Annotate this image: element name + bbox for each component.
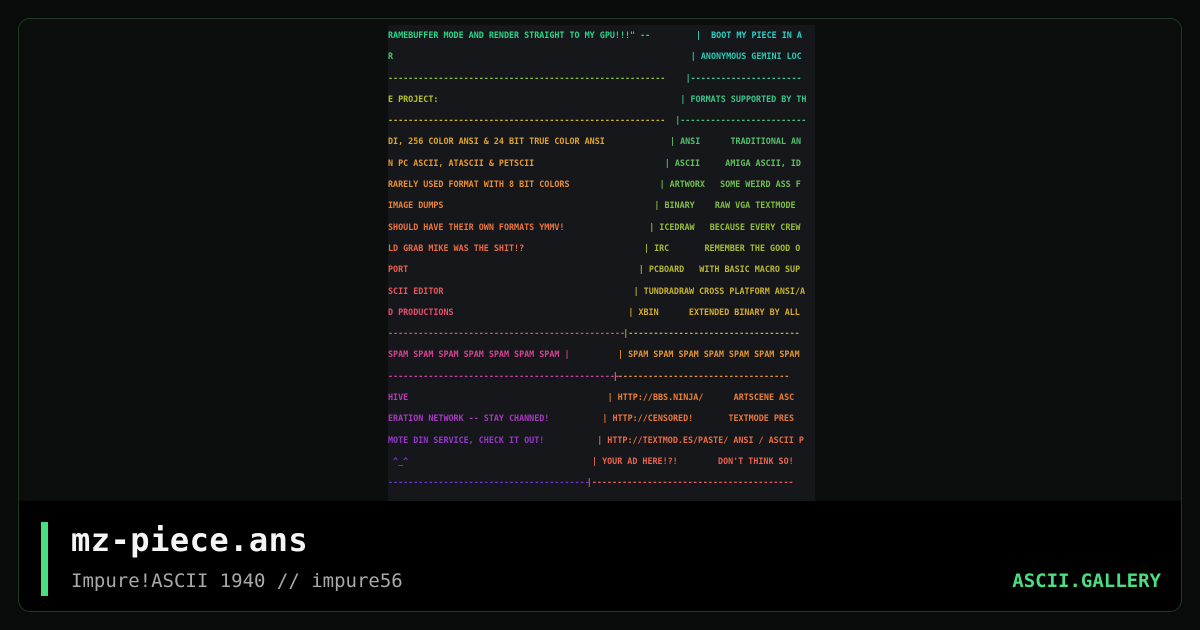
art-line-right: | HTTP://CENSORED! TEXTMODE PRES [602, 413, 794, 424]
art-line-right: | ANSI TRADITIONAL AN [670, 136, 802, 147]
art-line-left: HIVE [388, 392, 409, 403]
art-line-left: RAMEBUFFER MODE AND RENDER STRAIGHT TO M… [388, 30, 651, 40]
art-line-left: ----------------------------------------… [388, 72, 666, 83]
ansi-art-right-panel: | BOOT MY PIECE IN A | ANONYMOUS GEMINI L… [388, 25, 807, 494]
art-line-left: RARELY USED FORMAT WITH 8 BIT COLORS [388, 179, 570, 190]
art-line-left: D PRODUCTIONS [388, 306, 454, 317]
art-line-right: | HTTP://TEXTMOD.ES/PASTE/ ANSI / ASCII … [597, 434, 804, 445]
art-line-right: | FORMATS SUPPORTED BY TH [680, 93, 807, 104]
art-line-right: |---------------------- [685, 72, 802, 83]
art-line-left: ----------------------------------------… [388, 370, 620, 381]
art-line-left: LD GRAB MIKE WAS THE SHIT!? [388, 242, 525, 253]
ansi-art-preview: RAMEBUFFER MODE AND RENDER STRAIGHT TO M… [388, 25, 815, 501]
art-line-right: | IRC REMEMBER THE GOOD O [644, 242, 801, 253]
art-line-right: | YOUR AD HERE!?! DON'T THINK SO! [592, 455, 794, 466]
art-line-right: | ICEDRAW BECAUSE EVERY CREW [649, 221, 801, 232]
art-line-left: SPAM SPAM SPAM SPAM SPAM SPAM SPAM | [388, 349, 570, 360]
art-line-left: SCII EDITOR [388, 285, 444, 296]
art-line-left: DI, 256 COLOR ANSI & 24 BIT TRUE COLOR A… [388, 136, 605, 147]
art-line-left: ^_^ [388, 455, 409, 466]
art-line-left: MOTE DIN SERVICE, CHECK IT OUT! [388, 434, 545, 445]
art-line-right: |---------------------------------- [623, 328, 800, 339]
art-line-right: | ANONYMOUS GEMINI LOC [690, 51, 802, 62]
art-line-right: |------------------------- [675, 115, 807, 126]
art-line-right: | BINARY RAW VGA TEXTMODE [654, 200, 796, 211]
art-line-left: ----------------------------------------… [388, 115, 666, 126]
art-line-left: N PC ASCII, ATASCII & PETSCII [388, 157, 535, 168]
art-line-right: | HTTP://BBS.NINJA/ ARTSCENE ASC [607, 392, 795, 403]
art-line-right: | XBIN EXTENDED BINARY BY ALL [628, 306, 800, 317]
art-line-left: IMAGE DUMPS [388, 200, 444, 211]
info-bar: mz-piece.ans Impure!ASCII 1940 // impure… [19, 501, 1181, 611]
file-subtitle: Impure!ASCII 1940 // impure56 [71, 570, 403, 592]
art-line-right: | ASCII AMIGA ASCII, ID [664, 157, 801, 168]
art-line-right: |---------------------------------------… [586, 477, 794, 488]
art-line-right: | ARTWORX SOME WEIRD ASS F [659, 179, 801, 190]
art-line-left: E PROJECT: [388, 93, 439, 104]
art-line-left: PORT [388, 264, 409, 275]
art-line-right: |---------------------------------- [612, 370, 790, 381]
site-brand[interactable]: ASCII.GALLERY [1012, 570, 1161, 592]
accent-stripe [41, 522, 48, 596]
art-line-left: R [388, 51, 394, 62]
ansi-art-left-panel: RAMEBUFFER MODE AND RENDER STRAIGHT TO M… [388, 25, 665, 494]
art-line-right: | BOOT MY PIECE IN A [696, 30, 802, 40]
art-line-left: ----------------------------------------… [388, 328, 625, 339]
art-line-left: SHOULD HAVE THEIR OWN FORMATS YMMV! [388, 221, 565, 232]
art-line-right: | PCBOARD WITH BASIC MACRO SUP [638, 264, 801, 275]
art-line-right: | TUNDRADRAW CROSS PLATFORM ANSI/A [633, 285, 806, 296]
art-line-left: ---------------------------------------- [388, 477, 590, 488]
art-line-left: ERATION NETWORK -- STAY CHANNED! [388, 413, 550, 424]
art-line-right: | SPAM SPAM SPAM SPAM SPAM SPAM SPAM [618, 349, 800, 360]
preview-card: RAMEBUFFER MODE AND RENDER STRAIGHT TO M… [18, 18, 1182, 612]
file-title: mz-piece.ans [71, 521, 309, 559]
